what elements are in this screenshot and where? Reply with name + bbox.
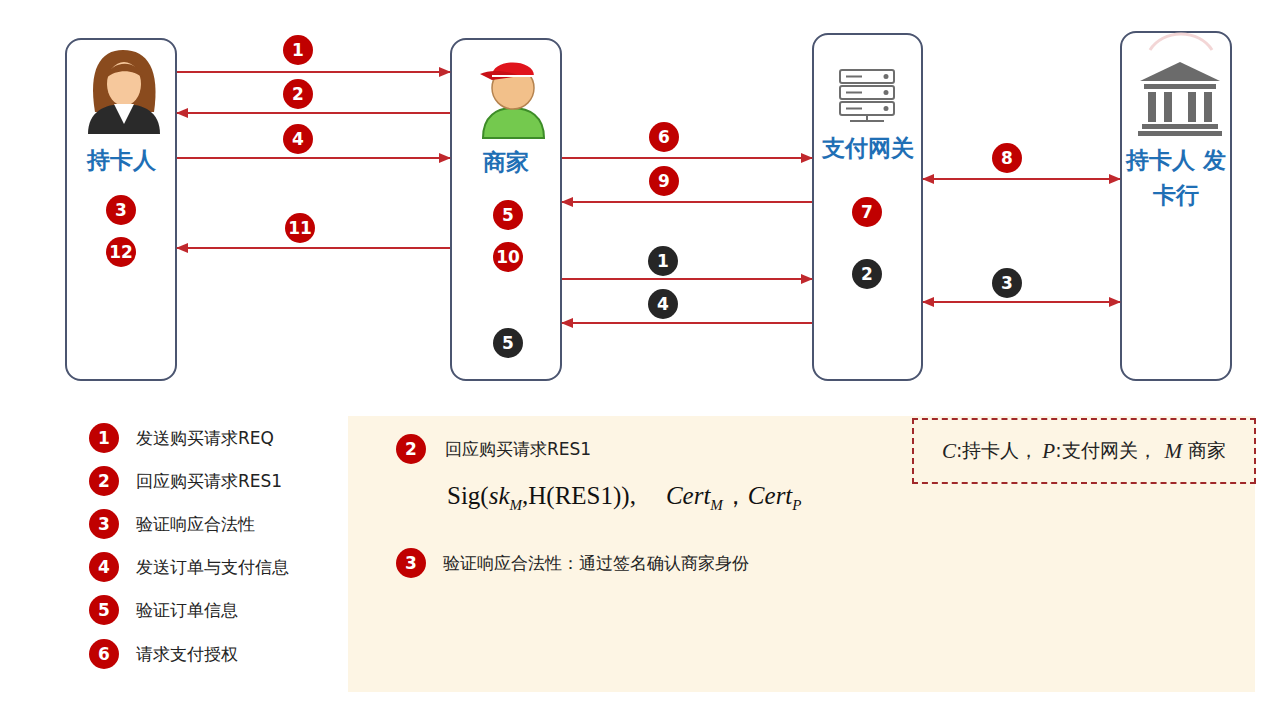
callout-number: 1 xyxy=(283,35,313,65)
key-text: :持卡人， xyxy=(956,438,1038,464)
step-description: 验证响应合法性 xyxy=(136,512,255,536)
symbol-letter: C xyxy=(942,439,956,464)
callout-number: 1 xyxy=(648,246,678,276)
lane-title: 商家 xyxy=(452,145,560,180)
callout-number: 3 xyxy=(89,509,119,539)
symbol-letter: P xyxy=(1042,439,1055,464)
lane-title: 持卡人 发卡行 xyxy=(1122,143,1230,213)
callout-number: 3 xyxy=(106,195,136,225)
step-description: 回应购买请求RES1 xyxy=(136,469,282,493)
step-description: 发送订单与支付信息 xyxy=(136,555,289,579)
callout-number: 8 xyxy=(992,143,1022,173)
message-arrow xyxy=(562,157,812,159)
callout-number: 2 xyxy=(396,434,426,464)
message-arrow xyxy=(562,322,812,324)
formula-part: ,H(RES1)), xyxy=(522,482,636,509)
note-panel: Sig(skM,H(RES1)),CertM，CertP2回应购买请求RES13… xyxy=(348,416,1255,692)
callout-number: 7 xyxy=(852,197,882,227)
callout-number: 3 xyxy=(992,268,1022,298)
panel-text: 验证响应合法性：通过签名确认商家身份 xyxy=(443,551,749,575)
callout-number: 5 xyxy=(493,200,523,230)
step-description: 发送购买请求REQ xyxy=(136,426,274,450)
formula-subscript: M xyxy=(710,497,723,513)
lane-title: 持卡人 xyxy=(67,143,175,178)
formula-part: ， xyxy=(723,482,748,509)
actor-lane: 持卡人 发卡行 xyxy=(1120,31,1232,381)
key-text: :支付网关， xyxy=(1055,438,1156,464)
callout-number: 3 xyxy=(396,548,426,578)
callout-number: 6 xyxy=(649,122,679,152)
callout-number: 5 xyxy=(493,328,523,358)
callout-number: 2 xyxy=(852,259,882,289)
message-arrow xyxy=(562,201,812,203)
message-arrow xyxy=(562,278,812,280)
formula-part: Cert xyxy=(666,482,710,509)
callout-number: 11 xyxy=(285,213,315,243)
key-line: C:持卡人，P:支付网关， M商家 xyxy=(914,420,1254,482)
formula-part: sk xyxy=(489,482,510,509)
message-arrow xyxy=(177,247,450,249)
symbol-key-box: C:持卡人，P:支付网关， M商家 xyxy=(912,418,1256,484)
callout-number: 2 xyxy=(89,466,119,496)
message-arrow xyxy=(177,71,450,73)
callout-number: 10 xyxy=(493,242,523,272)
lane-title: 支付网关 xyxy=(814,131,921,166)
formula-line: Sig(skM,H(RES1)),CertM，CertP xyxy=(447,480,801,521)
formula-subscript: P xyxy=(792,497,801,513)
callout-number: 5 xyxy=(89,595,119,625)
step-description: 请求支付授权 xyxy=(136,642,238,666)
message-arrow xyxy=(923,301,1120,303)
formula-part: Cert xyxy=(748,482,792,509)
step-description: 验证订单信息 xyxy=(136,598,238,622)
formula-subscript: M xyxy=(510,497,523,513)
callout-number: 6 xyxy=(89,639,119,669)
message-arrow xyxy=(923,178,1120,180)
message-arrow xyxy=(177,157,450,159)
formula-part: Sig( xyxy=(447,482,489,509)
callout-number: 9 xyxy=(649,166,679,196)
panel-text: 回应购买请求RES1 xyxy=(445,437,591,461)
message-arrow xyxy=(177,112,450,114)
callout-number: 12 xyxy=(106,237,136,267)
key-text: 商家 xyxy=(1188,438,1226,464)
callout-number: 1 xyxy=(89,423,119,453)
callout-number: 4 xyxy=(89,552,119,582)
callout-number: 2 xyxy=(283,79,313,109)
callout-number: 4 xyxy=(283,124,313,154)
callout-number: 4 xyxy=(648,289,678,319)
symbol-letter: M xyxy=(1165,439,1183,464)
